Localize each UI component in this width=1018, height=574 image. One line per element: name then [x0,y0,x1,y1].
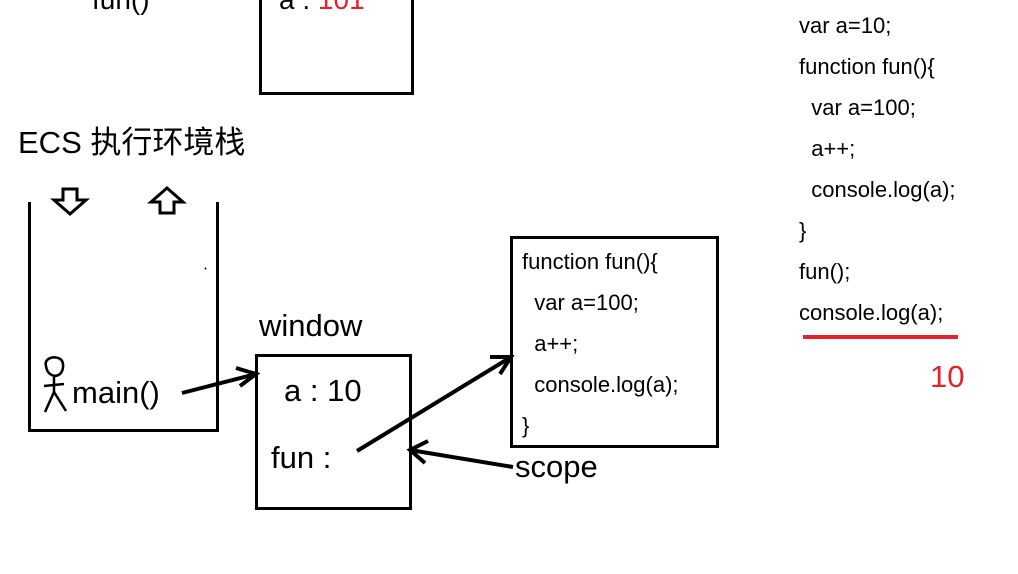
scope-label: scope [515,449,598,484]
function-box-line: function fun(){ [522,249,658,274]
top-scope-a-value: 101 [318,0,365,15]
main-frame-label: main() [72,375,160,410]
window-title: window [259,308,363,343]
ecs-stack [28,202,219,432]
function-box-line: var a=100; [522,290,639,315]
top-fun-call-label: fun() [92,0,150,14]
ecs-title: ECS 执行环境栈 [18,125,246,160]
output-underline [803,335,958,339]
window-fun-entry: fun : [271,440,332,475]
code-panel-line: } [799,218,807,243]
function-object-box [510,236,719,448]
code-panel-line: var a=100; [799,95,916,120]
function-box-line: } [522,413,530,438]
top-scope-a-entry: a : 101 [279,0,365,14]
code-panel-line: console.log(a); [799,300,944,325]
code-panel-line: a++; [799,136,856,161]
scope-arrow [406,439,514,469]
top-scope-a-label: a : [279,0,318,15]
function-box-line: console.log(a); [522,372,679,397]
function-box-line: a++; [522,331,579,356]
code-panel-line: console.log(a); [799,177,956,202]
top-scope-box [259,0,414,95]
console-output-value: 10 [930,359,965,394]
window-a-entry: a : 10 [284,373,362,408]
code-panel-line: fun(); [799,259,851,284]
code-panel-line: function fun(){ [799,54,935,79]
code-panel-line: var a=10; [799,13,892,38]
